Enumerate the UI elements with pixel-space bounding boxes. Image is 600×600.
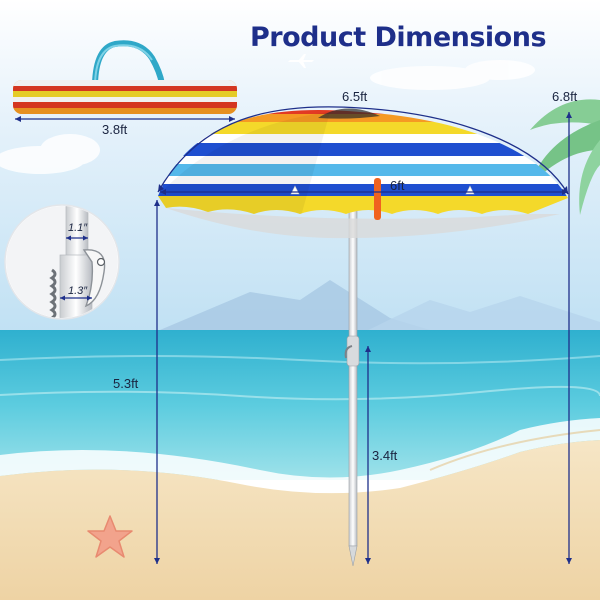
- lower-pole-height-dimension-line: [365, 346, 371, 564]
- pole-diameter-markers: [60, 235, 92, 301]
- pole-detail-inset: [4, 204, 120, 320]
- bag-length-label: 3.8ft: [102, 122, 128, 137]
- airplane-decoration: [288, 54, 314, 68]
- umbrella-canopy: [158, 108, 568, 239]
- lower-pole-height-label: 3.4ft: [372, 448, 398, 463]
- page-title: Product Dimensions: [250, 22, 547, 53]
- canopy-arc-label: 6.5ft: [342, 89, 368, 104]
- mountains-decoration: [160, 280, 430, 330]
- starfish-decoration: [87, 515, 133, 558]
- overall-height-dimension-line: [566, 112, 572, 564]
- canopy-span-label: 6ft: [390, 178, 405, 193]
- pole-lower-diameter-label: 1.3″: [68, 285, 88, 297]
- canopy-span-dimension-line: [160, 189, 568, 195]
- sand-background: [0, 440, 600, 600]
- pole-upper-diameter-label: 1.1″: [68, 222, 88, 234]
- bag-length-dimension-line: [15, 116, 235, 122]
- canopy-clearance-dimension-line: [154, 200, 160, 564]
- cloud-decoration: [0, 60, 535, 174]
- overall-height-label: 6.8ft: [552, 89, 578, 104]
- carry-bag: [13, 40, 237, 114]
- canopy-clearance-label: 5.3ft: [113, 376, 139, 391]
